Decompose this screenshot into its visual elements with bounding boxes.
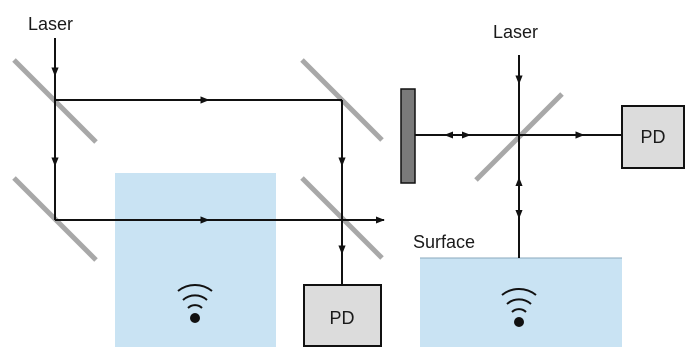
- acoustic-source-icon: [501, 288, 537, 327]
- laser-label-left: Laser: [28, 14, 73, 34]
- photodetector-left: [303, 284, 382, 347]
- water-body: [420, 258, 622, 347]
- photodetector-right: [621, 105, 685, 169]
- surface-label: Surface: [413, 232, 475, 252]
- left-setup: PD Laser: [12, 14, 385, 347]
- acoustic-source-icon: [177, 284, 213, 323]
- reference-mirror: [400, 88, 416, 184]
- laser-label-right: Laser: [493, 22, 538, 42]
- photodetector-right-label: PD: [640, 127, 665, 147]
- right-setup: PD Laser Surface: [400, 22, 685, 347]
- photodetector-left-label: PD: [329, 308, 354, 328]
